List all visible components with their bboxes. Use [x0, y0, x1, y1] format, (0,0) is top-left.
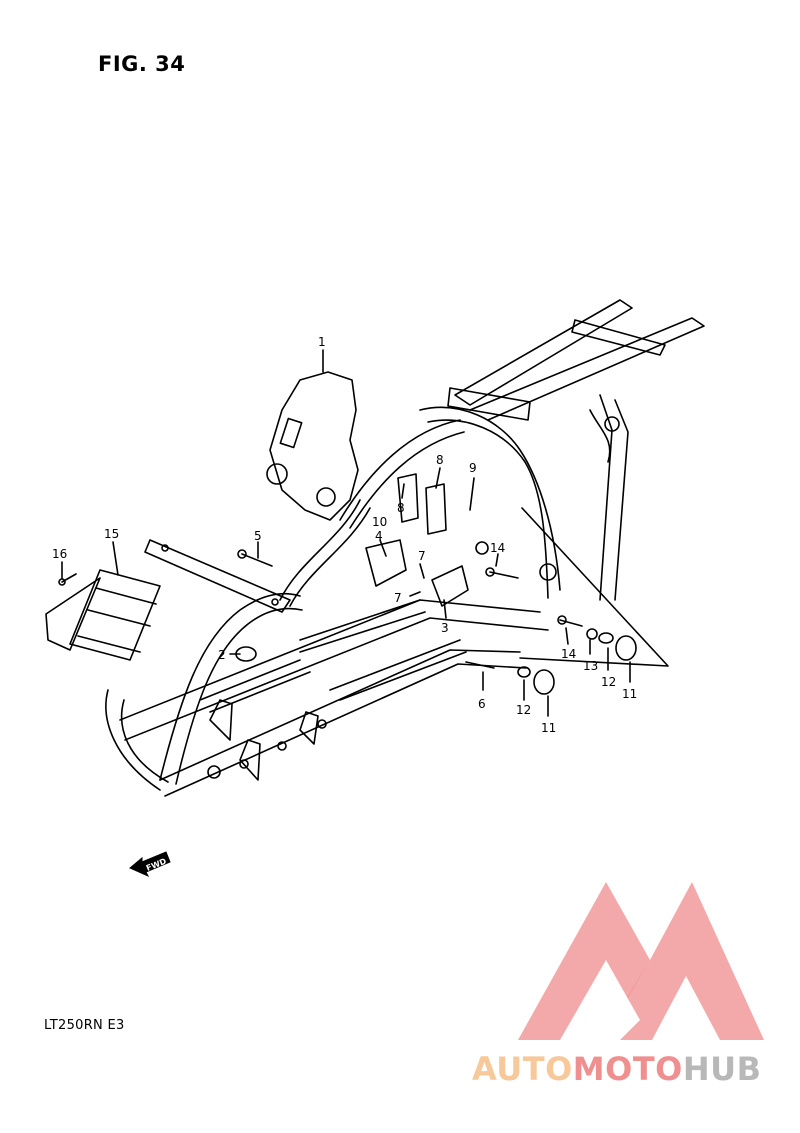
callout-10: 10 — [372, 515, 387, 529]
callout-13: 13 — [583, 659, 598, 673]
callout-16: 16 — [52, 547, 67, 561]
callout-14-a: 14 — [490, 541, 505, 555]
callout-12-b: 12 — [516, 703, 531, 717]
watermark-text: AUTOMOTOHUB — [472, 1050, 762, 1088]
callout-11-a: 11 — [622, 687, 637, 701]
callout-5: 5 — [254, 529, 262, 543]
watermark-logo-icon — [518, 882, 764, 1040]
callout-9: 9 — [469, 461, 477, 475]
watermark-part-1: AUTO — [472, 1050, 573, 1088]
fwd-arrow-icon: FWD — [129, 851, 171, 878]
callout-3: 3 — [441, 621, 449, 635]
callout-6: 6 — [478, 697, 486, 711]
callout-1: 1 — [318, 335, 326, 349]
figure-title: FIG. 34 — [98, 52, 186, 76]
watermark-part-2: MOTO — [572, 1050, 683, 1088]
callout-2: 2 — [218, 648, 226, 662]
frame-illustration — [45, 299, 705, 797]
callout-4: 4 — [375, 529, 383, 543]
callout-12-a: 12 — [601, 675, 616, 689]
callout-7-b: 7 — [394, 591, 402, 605]
model-code: LT250RN E3 — [44, 1018, 125, 1033]
watermark-part-3: HUB — [682, 1050, 762, 1088]
callout-8-a: 8 — [436, 453, 444, 467]
callout-14-b: 14 — [561, 647, 576, 661]
callout-8-b: 8 — [397, 501, 405, 515]
callout-15: 15 — [104, 527, 119, 541]
callout-11-b: 11 — [541, 721, 556, 735]
callout-7-a: 7 — [418, 549, 426, 563]
